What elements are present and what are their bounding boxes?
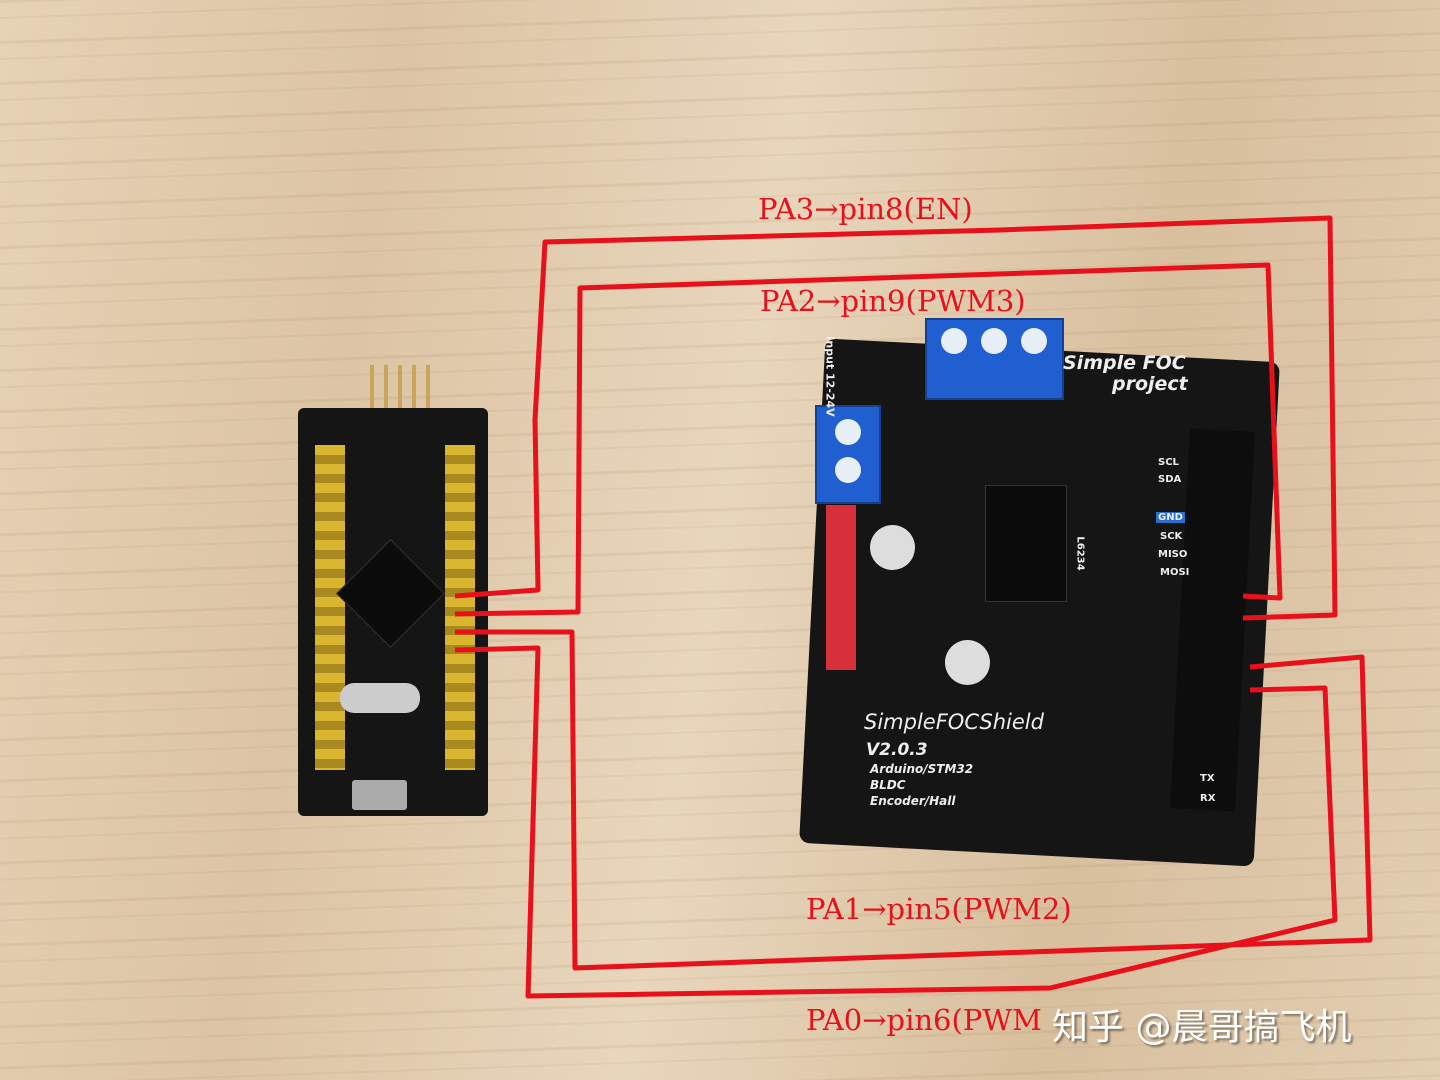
crystal [340,683,420,713]
power-terminal [815,405,881,504]
pin-miso: MISO [1158,549,1188,560]
watermark: 知乎 @晨哥搞飞机 [1052,1007,1352,1048]
screw-icon [835,419,861,445]
l6234-chip [985,485,1067,602]
wire-pa0-pwm1 [454,645,1338,999]
brand-text: Simple FOC [1063,352,1186,374]
wire-pa2-pwm3 [454,262,1283,617]
pin-gnd: GND [1156,512,1185,523]
capacitor [870,525,915,570]
label-pa2: PA2→pin9(PWM3) [760,284,1026,318]
shield-line2: BLDC [870,778,906,792]
label-pa1: PA1→pin5(PWM2) [806,892,1072,926]
right-pin-header [445,445,475,770]
pin-scl: SCL [1158,457,1179,468]
pin-rx: RX [1200,793,1216,804]
capacitor [945,640,990,685]
usb-port [352,780,407,810]
wire-pa1-pwm2 [455,629,1373,971]
label-pa0: PA0→pin6(PWM [806,1003,1042,1037]
pin-header-swd [370,365,430,410]
shield-line3: Encoder/Hall [870,794,956,808]
pin-sda: SDA [1158,474,1182,485]
pin-tx: TX [1200,773,1215,784]
screw-icon [835,457,861,483]
red-header [826,505,856,670]
shield-line1: Arduino/STM32 [870,762,974,776]
shield-version: V2.0.3 [866,740,928,760]
screw-icon [981,328,1007,354]
label-pa3: PA3→pin8(EN) [758,192,973,226]
brand-text-2: project [1112,373,1188,395]
shield-name: SimpleFOCShield [864,710,1044,734]
screw-icon [941,328,967,354]
pin-mosi: MOSI [1160,567,1190,578]
screw-icon [1021,328,1047,354]
pin-sck: SCK [1160,531,1183,542]
left-pin-header [315,445,345,770]
motor-terminal [925,318,1064,400]
wire-pa3-en [454,215,1338,621]
